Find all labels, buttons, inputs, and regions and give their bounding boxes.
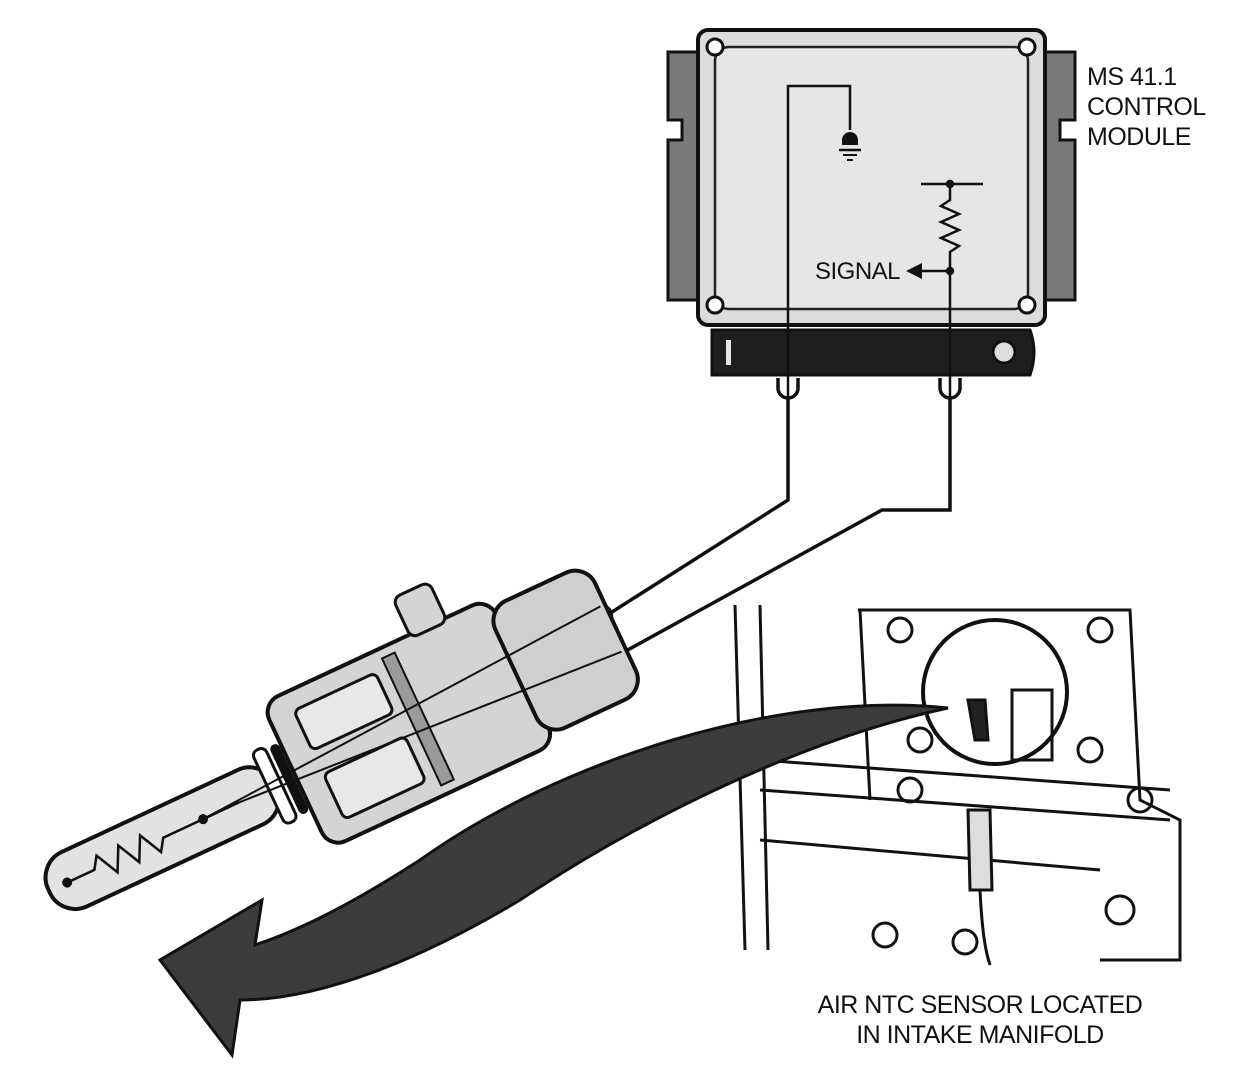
module-label-line-1: MS 41.1 bbox=[1087, 63, 1177, 91]
sensor-location-magnifier bbox=[921, 618, 1069, 766]
module-screws bbox=[705, 37, 1037, 315]
module-connector bbox=[710, 328, 1036, 377]
signal-arrow-icon bbox=[906, 263, 922, 279]
connector-latch bbox=[991, 339, 1017, 365]
sensor-connector bbox=[491, 568, 640, 732]
module-right-flange bbox=[1041, 50, 1077, 302]
sensor-caption: AIR NTC SENSOR LOCATED IN INTAKE MANIFOL… bbox=[770, 990, 1190, 1050]
signal-label: SIGNAL bbox=[815, 258, 901, 285]
module-left-flange bbox=[666, 50, 702, 302]
location-arrow-icon bbox=[157, 703, 949, 1059]
signal-wire bbox=[623, 398, 952, 654]
harness-wires bbox=[597, 378, 962, 670]
module-label-line-3: MODULE bbox=[1087, 123, 1191, 151]
manifold-bolts bbox=[871, 616, 1154, 956]
sensor-o-ring bbox=[251, 747, 298, 825]
intake-manifold-sketch bbox=[733, 604, 1182, 966]
control-module bbox=[666, 28, 1077, 400]
module-inner-border bbox=[713, 45, 1030, 311]
ground-circuit-wire bbox=[786, 84, 852, 400]
ground-wire bbox=[611, 398, 790, 614]
ground-symbol-icon bbox=[839, 132, 861, 161]
thermistor-element bbox=[66, 801, 240, 884]
sensor-caption-line-2: IN INTAKE MANIFOLD bbox=[856, 1021, 1104, 1049]
module-label-line-2: CONTROL bbox=[1087, 93, 1206, 121]
sensor-caption-line-1: AIR NTC SENSOR LOCATED bbox=[817, 991, 1143, 1019]
control-module-label: MS 41.1 CONTROL MODULE bbox=[1087, 62, 1206, 152]
ntc-sensor bbox=[43, 568, 640, 911]
